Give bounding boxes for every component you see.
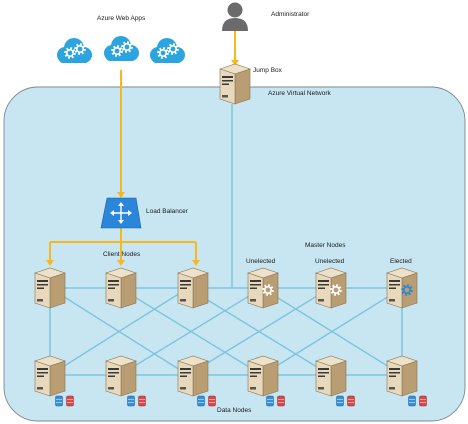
data-node-server-icon	[34, 355, 66, 397]
disk-icon	[66, 395, 74, 407]
master-nodes-label: Master Nodes	[305, 242, 346, 249]
data-node-server-icon	[247, 355, 279, 397]
person-icon	[222, 2, 248, 31]
disk-icon	[419, 395, 427, 407]
client-node-server-icon	[34, 267, 66, 309]
cloud-gear-icon	[57, 38, 92, 63]
master-node-unelected-server-icon	[247, 267, 279, 309]
data-node-server-icon	[177, 355, 209, 397]
load-balancer-label: Load Balancer	[146, 208, 188, 215]
disk-icon	[55, 395, 63, 407]
unelected-label: Unelected	[315, 258, 345, 265]
disk-icon	[336, 395, 344, 407]
cloud-gear-icon	[150, 38, 185, 63]
administrator-label: Administrator	[271, 11, 310, 18]
data-nodes-label: Data Nodes	[217, 407, 252, 414]
disk-icon	[347, 395, 355, 407]
elected-label: Elected	[390, 258, 412, 265]
virtual-network-label: Azure Virtual Network	[268, 90, 331, 97]
traffic-connections	[46, 30, 239, 266]
disk-icon	[277, 395, 285, 407]
disk-icon	[127, 395, 135, 407]
disk-icon	[266, 395, 274, 407]
master-node-unelected-server-icon	[315, 267, 347, 309]
client-nodes-label: Client Nodes	[103, 251, 141, 258]
unelected-label: Unelected	[246, 258, 276, 265]
data-node-server-icon	[105, 355, 137, 397]
disk-icon	[138, 395, 146, 407]
disk-icon	[208, 395, 216, 407]
disk-icon	[408, 395, 416, 407]
mesh-connections	[49, 104, 403, 376]
jump-box-server-icon	[219, 63, 251, 105]
data-node-server-icon	[315, 355, 347, 397]
jump-box-label: Jump Box	[253, 67, 282, 74]
disk-icon	[197, 395, 205, 407]
client-node-server-icon	[105, 267, 137, 309]
master-node-elected-server-icon	[386, 267, 418, 309]
load-balancer-icon	[100, 197, 142, 229]
client-node-server-icon	[177, 267, 209, 309]
data-node-server-icon	[386, 355, 418, 397]
cloud-gear-icon	[104, 36, 139, 61]
web-apps-label: Azure Web Apps	[97, 15, 146, 22]
